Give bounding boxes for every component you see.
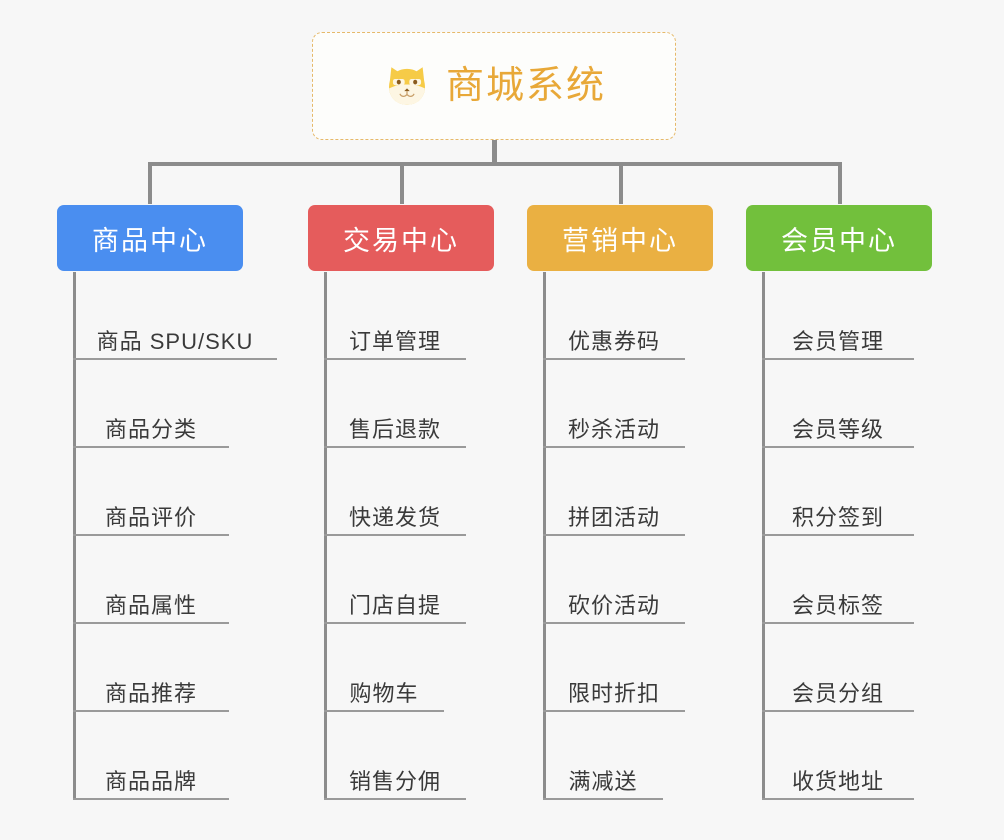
column-trunk-3 — [543, 272, 546, 800]
leaf-item[interactable]: 砍价活动 — [543, 536, 685, 624]
leaf-item-label: 会员等级 — [791, 416, 884, 442]
category-header-4-label: 会员中心 — [781, 225, 897, 256]
leaf-item-label: 门店自提 — [348, 592, 441, 618]
category-header-1[interactable]: 商品中心 — [57, 205, 243, 271]
category-header-3[interactable]: 营销中心 — [527, 205, 713, 271]
category-header-2[interactable]: 交易中心 — [308, 205, 494, 271]
leaf-item-label: 销售分佣 — [348, 768, 441, 794]
leaf-item-label: 砍价活动 — [567, 592, 660, 618]
leaf-item[interactable]: 会员分组 — [762, 624, 914, 712]
leaf-item-label: 积分签到 — [791, 504, 884, 530]
connector-drop-3 — [619, 162, 623, 204]
connector-root-stem — [492, 140, 497, 164]
leaf-item-label: 商品品牌 — [104, 768, 197, 794]
leaf-item[interactable]: 会员等级 — [762, 360, 914, 448]
leaf-item[interactable]: 满减送 — [543, 712, 663, 800]
leaf-item-label: 拼团活动 — [567, 504, 660, 530]
category-header-2-label: 交易中心 — [343, 225, 459, 256]
leaf-item-label: 商品评价 — [104, 504, 197, 530]
leaf-item[interactable]: 收货地址 — [762, 712, 914, 800]
category-header-1-label: 商品中心 — [92, 225, 208, 256]
leaf-item[interactable]: 优惠券码 — [543, 272, 685, 360]
leaf-item-label: 商品 SPU/SKU — [96, 328, 254, 354]
leaf-item[interactable]: 快递发货 — [324, 448, 466, 536]
column-trunk-1 — [73, 272, 76, 800]
category-header-4[interactable]: 会员中心 — [746, 205, 932, 271]
leaf-item[interactable]: 会员标签 — [762, 536, 914, 624]
leaf-item[interactable]: 会员管理 — [762, 272, 914, 360]
leaf-item-label: 商品推荐 — [104, 680, 197, 706]
leaf-item[interactable]: 门店自提 — [324, 536, 466, 624]
leaf-item-label: 商品分类 — [104, 416, 197, 442]
leaf-item[interactable]: 商品评价 — [73, 448, 229, 536]
leaf-item-label: 收货地址 — [791, 768, 884, 794]
connector-drop-1 — [148, 162, 152, 204]
leaf-item[interactable]: 拼团活动 — [543, 448, 685, 536]
leaf-item[interactable]: 商品推荐 — [73, 624, 229, 712]
leaf-item[interactable]: 秒杀活动 — [543, 360, 685, 448]
leaf-item-label: 秒杀活动 — [567, 416, 660, 442]
leaf-item[interactable]: 限时折扣 — [543, 624, 685, 712]
leaf-item-label: 会员管理 — [791, 328, 884, 354]
leaf-item[interactable]: 商品 SPU/SKU — [73, 272, 277, 360]
leaf-item-label: 优惠券码 — [567, 328, 660, 354]
connector-drop-2 — [400, 162, 404, 204]
leaf-item[interactable]: 售后退款 — [324, 360, 466, 448]
leaf-item[interactable]: 商品属性 — [73, 536, 229, 624]
connector-horizontal-bus — [148, 162, 842, 166]
leaf-item-label: 商品属性 — [104, 592, 197, 618]
category-header-3-label: 营销中心 — [562, 225, 678, 256]
leaf-item-label: 售后退款 — [348, 416, 441, 442]
root-node[interactable]: 商城系统 — [312, 32, 676, 140]
leaf-item[interactable]: 积分签到 — [762, 448, 914, 536]
column-trunk-4 — [762, 272, 765, 800]
connector-drop-4 — [838, 162, 842, 204]
shiba-dog-face-icon — [389, 67, 425, 105]
leaf-item[interactable]: 商品分类 — [73, 360, 229, 448]
leaf-item-label: 会员分组 — [791, 680, 884, 706]
leaf-item-label: 购物车 — [349, 680, 419, 706]
column-trunk-2 — [324, 272, 327, 800]
root-title: 商城系统 — [445, 65, 606, 107]
leaf-item[interactable]: 购物车 — [324, 624, 444, 712]
leaf-item[interactable]: 销售分佣 — [324, 712, 466, 800]
leaf-item-label: 会员标签 — [791, 592, 884, 618]
leaf-item-label: 订单管理 — [348, 328, 441, 354]
leaf-item-label: 满减送 — [568, 768, 638, 794]
leaf-item-label: 限时折扣 — [567, 680, 660, 706]
leaf-item[interactable]: 商品品牌 — [73, 712, 229, 800]
leaf-item[interactable]: 订单管理 — [324, 272, 466, 360]
leaf-item-label: 快递发货 — [348, 504, 441, 530]
